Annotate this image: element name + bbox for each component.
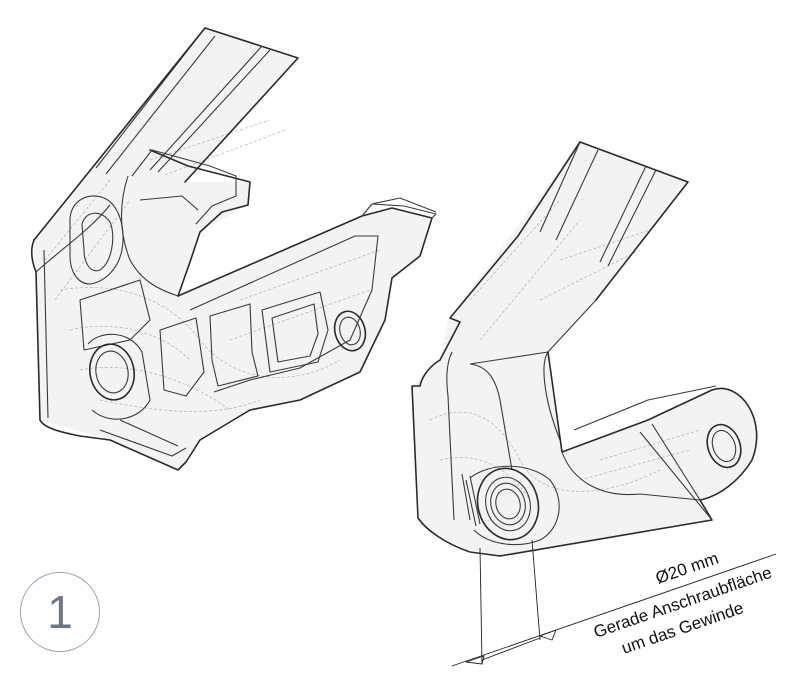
right-hidden-lines (429, 199, 701, 501)
left-hidden-lines (44, 119, 381, 412)
dimension-annotation: Ø20 mm Gerade Anschraubfläche um das Gew… (451, 539, 777, 667)
step-number-badge: 1 (20, 572, 100, 652)
right-lever-part (411, 141, 758, 557)
left-bracket-part (31, 27, 437, 471)
